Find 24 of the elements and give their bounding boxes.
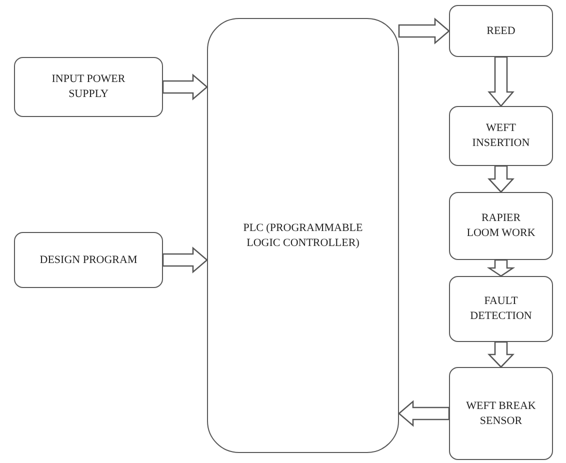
process-box <box>207 18 399 453</box>
box-label: PLC (PROGRAMMABLE LOGIC CONTROLLER) <box>242 220 364 250</box>
process-box <box>449 367 553 460</box>
box-label: INPUT POWER SUPPLY <box>50 72 126 102</box>
box-label: WEFT INSERTION <box>471 121 531 151</box>
process-box <box>449 5 553 57</box>
box-label: FAULT DETECTION <box>469 294 533 324</box>
block-arrow <box>398 400 450 427</box>
block-arrow <box>487 341 515 368</box>
block-arrow <box>162 246 208 274</box>
box-label: DESIGN PROGRAM <box>38 252 138 268</box>
box-label: WEFT BREAK SENSOR <box>465 398 537 428</box>
block-arrow <box>398 18 450 44</box>
process-box <box>449 276 553 342</box>
block-arrow <box>162 74 208 100</box>
process-box <box>14 232 163 288</box>
box-label: REED <box>486 24 516 38</box>
process-box <box>449 192 553 260</box>
box-label: RAPIER LOOM WORK <box>466 211 536 241</box>
block-arrow <box>488 165 514 193</box>
block-arrow <box>488 56 514 107</box>
process-box <box>449 106 553 166</box>
block-arrow <box>486 259 516 277</box>
process-box <box>14 57 163 117</box>
